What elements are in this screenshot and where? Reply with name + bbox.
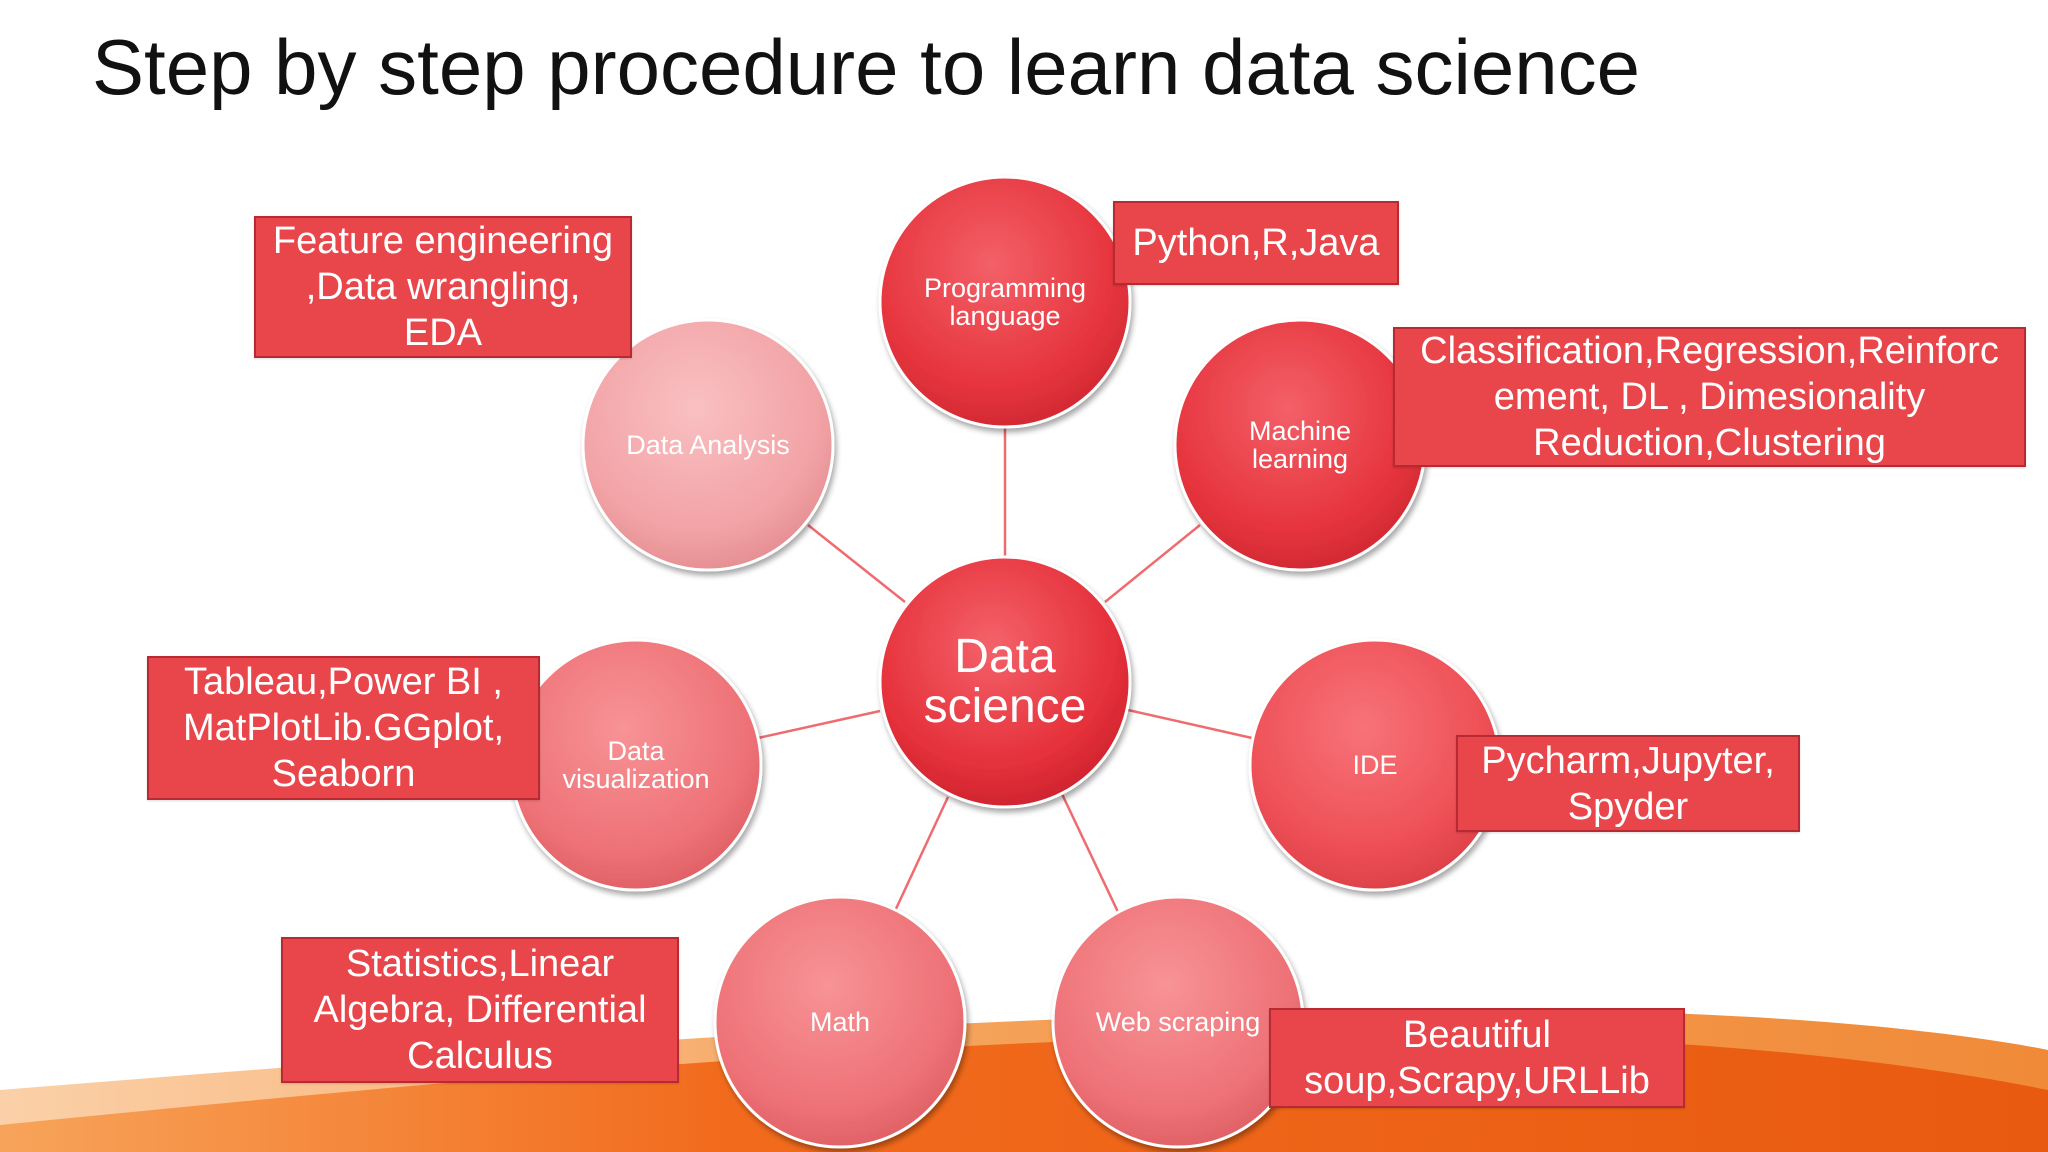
connector-ide <box>1127 708 1253 740</box>
callout-machine-learning: Classification,Regression,Reinforc ement… <box>1393 327 2026 467</box>
connector-data-visualization <box>757 709 881 740</box>
callout-data-visualization: Tableau,Power BI , MatPlotLib.GGplot, Se… <box>147 656 540 800</box>
connector-web-scraping <box>1060 793 1120 913</box>
callout-web-scraping: Beautiful soup,Scrapy,URLLib <box>1269 1008 1685 1108</box>
node-math-circle <box>713 895 967 1149</box>
node-data-visualization-circle <box>509 638 763 892</box>
connector-data-analysis <box>807 524 906 603</box>
callout-data-analysis: Feature engineering ,Data wrangling, EDA <box>254 216 632 358</box>
connector-machine-learning <box>1104 524 1201 603</box>
connectors <box>757 428 1253 913</box>
callout-ide: Pycharm,Jupyter, Spyder <box>1456 735 1800 832</box>
callout-programming: Python,R,Java <box>1113 201 1399 285</box>
page-title: Step by step procedure to learn data sci… <box>92 23 1640 111</box>
node-web-scraping-circle <box>1051 895 1305 1149</box>
callout-math: Statistics,Linear Algebra, Differential … <box>281 937 679 1083</box>
node-data-analysis-circle <box>581 318 835 572</box>
node-programming-circle <box>878 175 1132 429</box>
node-machine-learning-circle <box>1173 318 1427 572</box>
node-center-circle <box>878 555 1132 809</box>
connector-math <box>893 796 950 912</box>
